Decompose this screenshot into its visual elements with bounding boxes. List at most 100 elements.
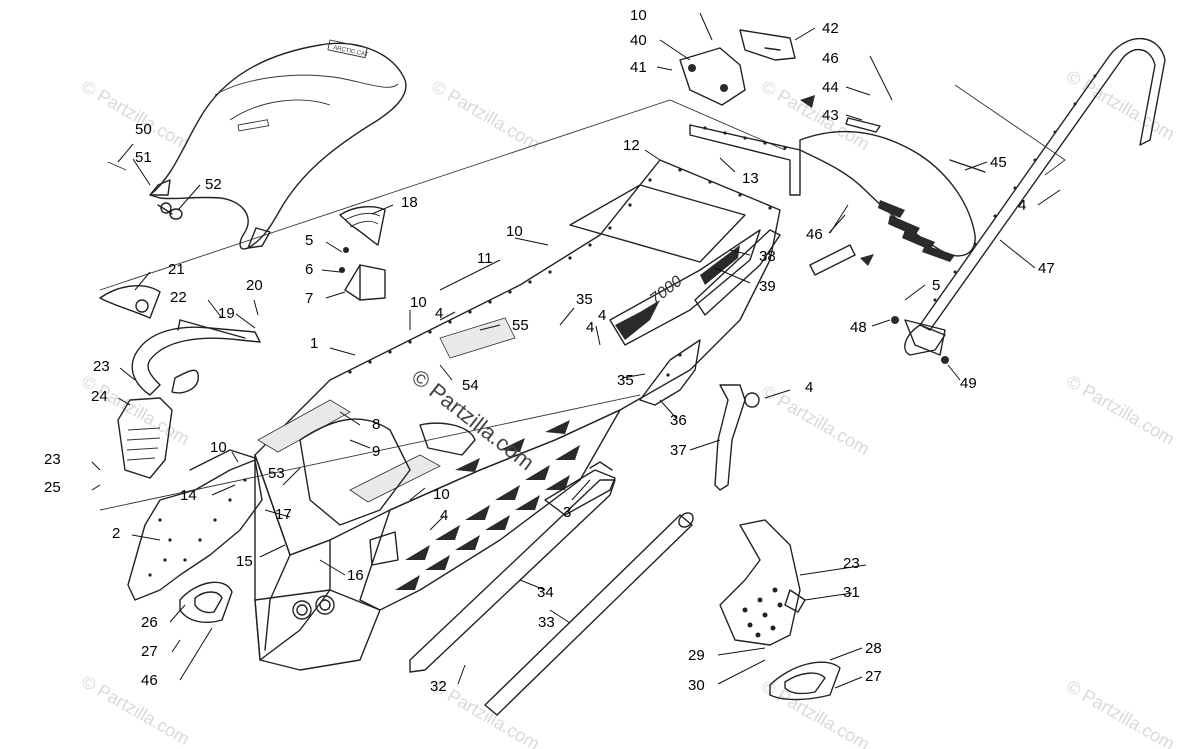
callout-34: 34 — [537, 584, 554, 601]
part-28 — [769, 661, 841, 701]
callout-4: 4 — [598, 307, 606, 324]
tunnel-decal: 7000 — [647, 273, 686, 308]
callout-19: 19 — [218, 305, 235, 322]
callout-5: 5 — [932, 277, 940, 294]
part-3 — [544, 461, 616, 516]
callout-10: 10 — [410, 294, 427, 311]
callout-4: 4 — [805, 379, 813, 396]
callout-55: 55 — [512, 317, 529, 334]
part-21 — [99, 285, 161, 319]
callout-41: 41 — [630, 59, 647, 76]
callout-18: 18 — [401, 194, 418, 211]
callout-30: 30 — [688, 677, 705, 694]
callout-4: 4 — [435, 305, 443, 322]
callout-54: 54 — [462, 377, 479, 394]
callout-23: 23 — [93, 358, 110, 375]
watermark-group: © Partzilla.com © Partzilla.com © Partzi… — [78, 66, 1178, 749]
callout-10: 10 — [630, 7, 647, 24]
callout-10: 10 — [210, 439, 227, 456]
watermark: © Partzilla.com — [428, 76, 543, 154]
callout-28: 28 — [865, 640, 882, 657]
watermark: © Partzilla.com — [78, 371, 193, 449]
callout-8: 8 — [372, 416, 380, 433]
part-26 — [179, 581, 233, 623]
callout-46: 46 — [822, 50, 839, 67]
callout-9: 9 — [372, 443, 380, 460]
callout-27: 27 — [141, 643, 158, 660]
part-29-31 — [719, 519, 806, 646]
callout-12: 12 — [623, 137, 640, 154]
part-7 — [339, 247, 386, 301]
callout-27: 27 — [865, 668, 882, 685]
callout-17: 17 — [275, 506, 292, 523]
callout-10: 10 — [506, 223, 523, 240]
callout-5: 5 — [305, 232, 313, 249]
part-18 — [339, 206, 386, 246]
callouts: 1 2 3 4 4 4 4 4 4 5 5 6 7 8 9 10 10 10 1… — [44, 7, 1055, 695]
callout-1: 1 — [310, 335, 318, 352]
callout-24: 24 — [91, 388, 108, 405]
leader-lines — [91, 12, 1061, 689]
callout-46: 46 — [806, 226, 823, 243]
callout-37: 37 — [670, 442, 687, 459]
callout-23: 23 — [843, 555, 860, 572]
part-37 — [714, 384, 760, 491]
part-47 — [904, 38, 1166, 356]
callout-50: 50 — [135, 121, 152, 138]
callout-51: 51 — [135, 149, 152, 166]
part-42 — [739, 29, 796, 61]
watermark: © Partzilla.com — [78, 76, 193, 154]
watermark: © Partzilla.com — [758, 76, 873, 154]
callout-11: 11 — [477, 250, 493, 267]
callout-52: 52 — [205, 176, 222, 193]
callout-4: 4 — [1018, 197, 1026, 214]
callout-38: 38 — [759, 248, 776, 265]
watermark: © Partzilla.com — [758, 676, 873, 749]
rear-flap-assembly — [799, 95, 986, 276]
part-33 — [484, 512, 694, 716]
callout-6: 6 — [305, 261, 313, 278]
callout-53: 53 — [268, 465, 285, 482]
callout-22: 22 — [170, 289, 187, 306]
callout-13: 13 — [742, 170, 759, 187]
part-34 — [409, 479, 616, 673]
tunnel: 7000 — [127, 159, 781, 671]
callout-44: 44 — [822, 79, 839, 96]
callout-48: 48 — [850, 319, 867, 336]
callout-35: 35 — [617, 372, 634, 389]
callout-25: 25 — [44, 479, 61, 496]
callout-23: 23 — [44, 451, 61, 468]
part-36 — [639, 339, 701, 406]
callout-33: 33 — [538, 614, 555, 631]
watermark: © Partzilla.com — [1063, 676, 1178, 749]
callout-14: 14 — [180, 487, 197, 504]
callout-7: 7 — [305, 290, 313, 307]
callout-2: 2 — [112, 525, 120, 542]
watermark: © Partzilla.com — [78, 671, 193, 749]
callout-46: 46 — [141, 672, 158, 689]
callout-29: 29 — [688, 647, 705, 664]
callout-45: 45 — [990, 154, 1007, 171]
callout-21: 21 — [168, 261, 185, 278]
callout-32: 32 — [430, 678, 447, 695]
callout-15: 15 — [236, 553, 253, 570]
watermark: © Partzilla.com — [1063, 66, 1178, 144]
callout-36: 36 — [670, 412, 687, 429]
part-24 — [117, 397, 173, 479]
callout-20: 20 — [246, 277, 263, 294]
callout-4: 4 — [440, 507, 448, 524]
rear-hardware — [891, 316, 949, 364]
watermark: © Partzilla.com — [1063, 371, 1178, 449]
callout-40: 40 — [630, 32, 647, 49]
callout-49: 49 — [960, 375, 977, 392]
callout-42: 42 — [822, 20, 839, 37]
watermark: © Partzilla.com — [758, 381, 873, 459]
part-38-39 — [694, 229, 781, 316]
callout-31: 31 — [843, 584, 860, 601]
callout-4: 4 — [586, 319, 594, 336]
callout-3: 3 — [563, 504, 571, 521]
callout-39: 39 — [759, 278, 776, 295]
callout-43: 43 — [822, 107, 839, 124]
part-22 — [131, 319, 261, 396]
